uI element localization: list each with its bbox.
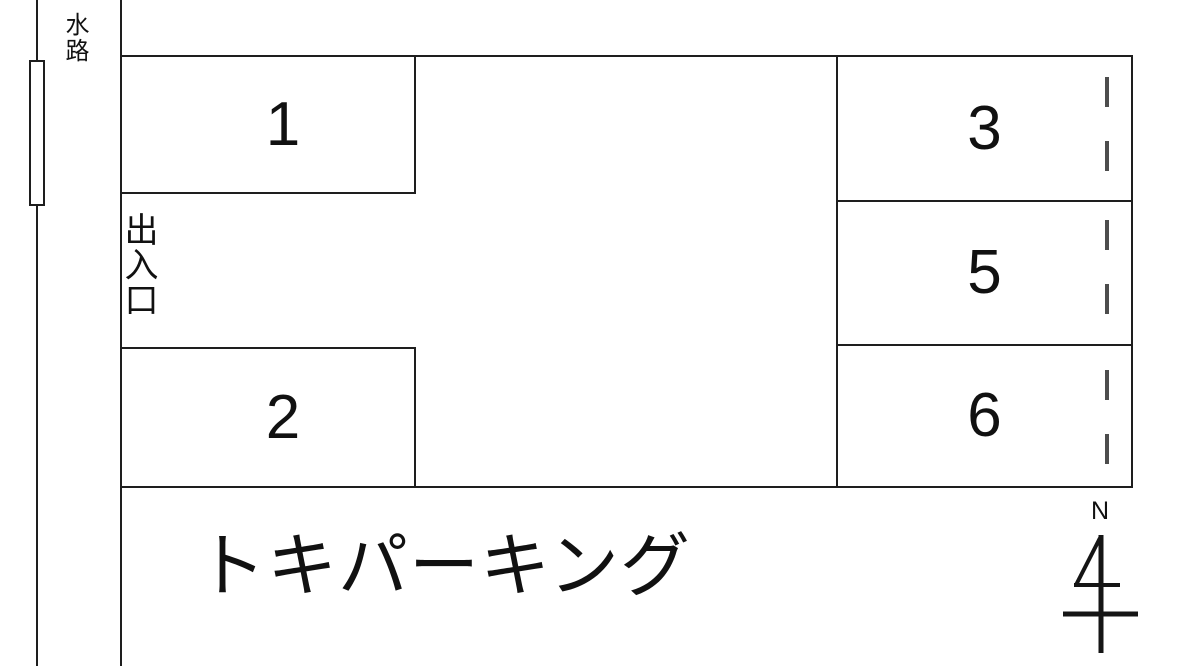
spot-2-number: 2 [265, 382, 301, 452]
spot-3-dashed-line [1105, 77, 1109, 172]
parking-lot-title: トキパーキング [196, 527, 691, 605]
north-label: N [1090, 497, 1110, 525]
spot-6-number: 6 [967, 381, 1002, 450]
lot-top-boundary [120, 55, 1133, 57]
parking-spot-3 [836, 55, 1133, 202]
parking-spot-2 [120, 347, 416, 488]
spot-1-number: 1 [265, 89, 301, 159]
north-arrow-icon [1063, 535, 1138, 653]
waterway-line [36, 0, 38, 666]
spot-5-number: 5 [967, 238, 1002, 307]
spot-5-dashed-line [1105, 220, 1109, 322]
waterway-label: 水路 [61, 12, 88, 64]
spot-3-number: 3 [967, 93, 1002, 163]
entrance-label: 出入口 [119, 212, 157, 317]
waterway-channel-rect [29, 60, 45, 206]
parking-spot-5 [836, 200, 1133, 346]
lot-left-boundary [120, 0, 122, 666]
spot-6-dashed-line [1105, 370, 1109, 464]
parking-spot-1 [120, 55, 416, 194]
lot-bottom-boundary [120, 486, 1133, 488]
parking-spot-6 [836, 344, 1133, 488]
